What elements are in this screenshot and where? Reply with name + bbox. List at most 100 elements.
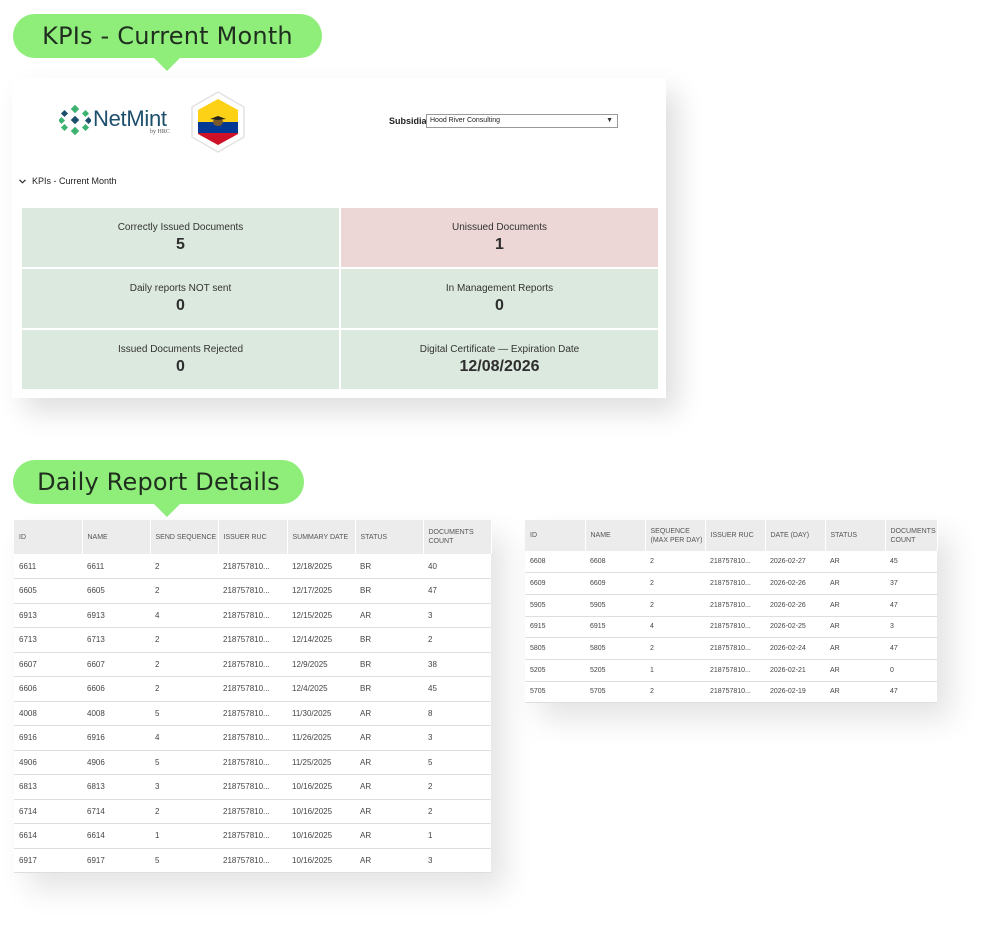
table-cell: 6606 [82,676,150,702]
column-header[interactable]: ID [525,520,586,551]
kpi-value: 0 [495,296,504,314]
table-cell: 11/25/2025 [287,750,355,775]
table-cell: 2 [150,554,218,579]
kpi-tile-correctly-issued: Correctly Issued Documents 5 [22,208,339,267]
kpi-dashboard-card: NetMint by HRC Subsidiary: Hood River Co… [12,78,666,398]
kpi-section-toggle[interactable]: KPIs - Current Month [19,176,117,186]
column-header[interactable]: NAME [585,520,646,551]
table-cell: 6713 [82,627,150,653]
table-cell: 5805 [585,637,645,660]
table-cell: 2 [645,572,705,595]
kpi-label: Issued Documents Rejected [117,343,244,355]
table-cell: 45 [423,676,491,702]
table-cell: 4008 [14,701,82,726]
table-cell: 6608 [525,551,585,574]
table-cell: 1 [423,823,491,849]
column-header[interactable]: ISSUER RUC [705,520,766,551]
table-cell: 6609 [525,572,585,595]
table-cell: 2 [645,594,705,617]
table-cell: 40 [423,554,491,579]
table-cell: 38 [423,652,491,677]
column-header[interactable]: ISSUER RUC [218,520,288,554]
table-cell: 218757810... [218,652,287,677]
table-cell: 47 [885,637,937,660]
netmint-logo-icon [59,105,91,135]
table-cell: 3 [423,848,491,873]
table-cell: BR [355,554,423,579]
table-cell: 5205 [525,659,585,682]
table-cell: 4008 [82,701,150,726]
table-cell: AR [355,823,423,849]
kpi-tile-in-management-reports: In Management Reports 0 [341,269,658,328]
table-cell: AR [825,572,885,595]
column-header[interactable]: DOCUMENTS COUNT [423,520,492,554]
kpi-value: 1 [495,235,504,253]
bubble-pointer [153,503,181,517]
table-cell: 6917 [82,848,150,873]
table-cell: 3 [885,616,937,639]
table-cell: 218757810... [218,603,287,628]
brand-name: NetMint [93,106,167,131]
table-cell: 2 [423,627,491,653]
column-header[interactable]: ID [14,520,83,554]
table-cell: 6605 [14,578,82,604]
table-cell: 6614 [82,823,150,849]
table-cell: 218757810... [218,799,287,824]
column-header[interactable]: STATUS [355,520,424,554]
column-header[interactable]: SEQUENCE (MAX PER DAY) [645,520,706,551]
column-header[interactable]: STATUS [825,520,886,551]
table-cell: 218757810... [218,676,287,702]
bubble-pointer [153,57,181,71]
kpi-tile-daily-reports-not-sent: Daily reports NOT sent 0 [22,269,339,328]
table-cell: 5 [150,848,218,873]
table-cell: 2 [423,774,491,800]
column-header[interactable]: DOCUMENTS COUNT [885,520,938,551]
table-cell: 6614 [14,823,82,849]
table-cell: 218757810... [705,637,765,660]
table-cell: 4 [150,603,218,628]
table-cell: 2 [423,799,491,824]
table-cell: 8 [423,701,491,726]
table-cell: AR [825,637,885,660]
subsidiary-select[interactable]: Hood River Consulting ▼ [426,114,618,128]
table-cell: 4 [645,616,705,639]
column-header[interactable]: NAME [82,520,151,554]
kpi-label: Unissued Documents [451,221,548,233]
table-cell: 6913 [14,603,82,628]
table-cell: 0 [885,659,937,682]
table-cell: 6605 [82,578,150,604]
table-cell: AR [355,603,423,628]
table-cell: 47 [423,578,491,604]
column-header[interactable]: SEND SEQUENCE [150,520,219,554]
table-cell: AR [825,551,885,574]
column-header[interactable]: SUMMARY DATE [287,520,356,554]
table-cell: 2 [150,676,218,702]
table-cell: 6606 [14,676,82,702]
table-cell: 6916 [14,725,82,751]
subsidiary-selected-value: Hood River Consulting [430,117,501,124]
column-header[interactable]: DATE (DAY) [765,520,826,551]
table-cell: 4906 [14,750,82,775]
